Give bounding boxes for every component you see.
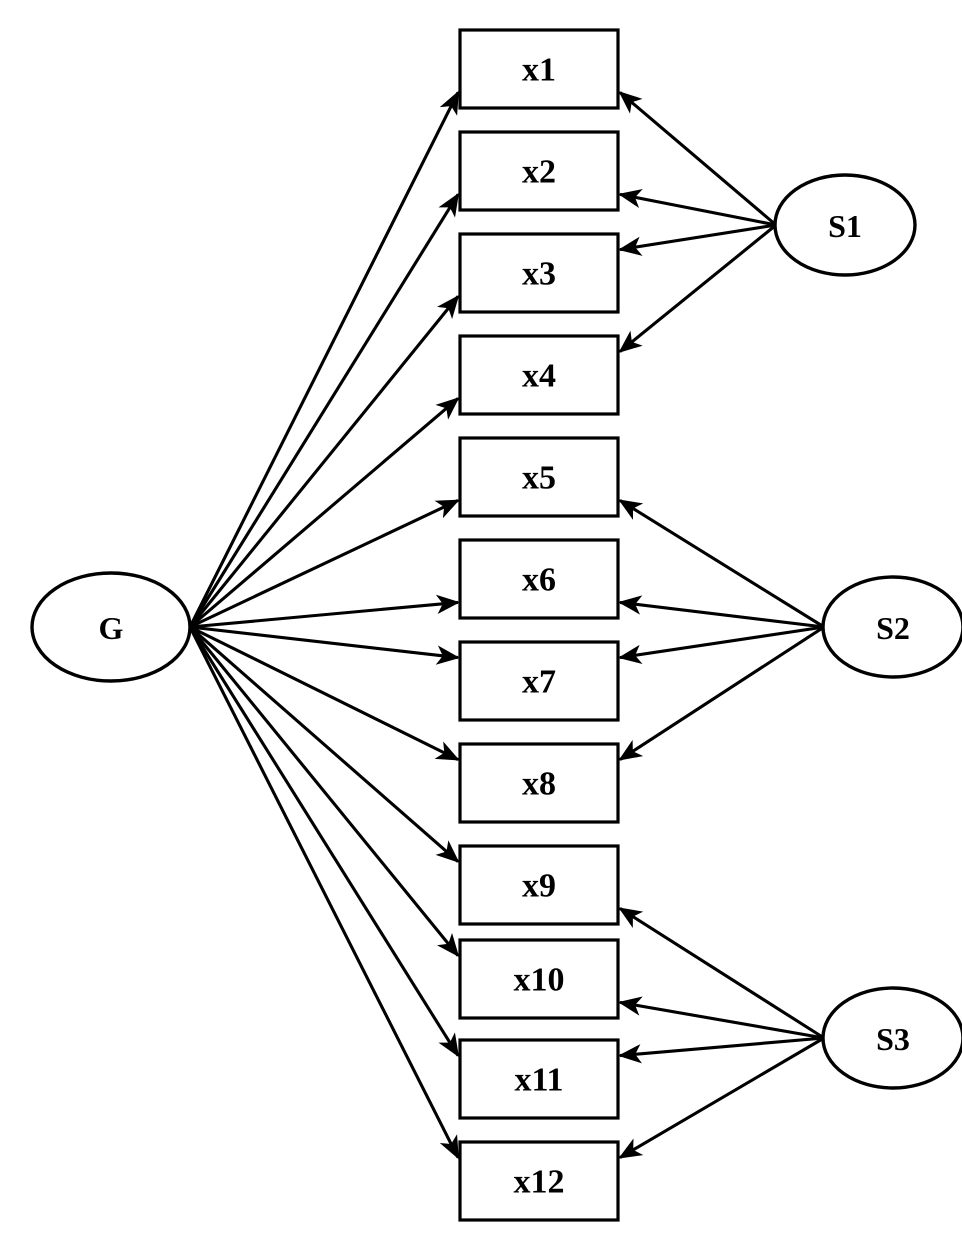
indicator-node-x5[interactable]: x5 [458,436,620,518]
indicator-box-x5[interactable] [458,436,620,518]
indicator-box-x3[interactable] [458,232,620,314]
factor-label-s3: S3 [876,1021,910,1057]
edge-g-to-x10 [188,626,460,958]
factor-ellipse-s3[interactable] [821,986,962,1090]
edge-s3-to-x12 [618,1036,825,1159]
indicator-box-x7[interactable] [458,640,620,722]
edge-s3-to-x10 [618,996,825,1040]
edge-s2-to-x6 [618,595,825,629]
factor-label-g: G [99,610,124,646]
indicator-label-x6: x6 [522,562,556,599]
edge-g-to-x1 [188,90,460,628]
indicator-node-x11[interactable]: x11 [458,1038,620,1120]
edge-s1-to-x2 [618,188,777,227]
indicator-label-x10: x10 [514,962,565,999]
indicator-box-x4[interactable] [458,334,620,416]
factor-node-s1[interactable]: S1 [773,173,917,277]
indicator-label-x9: x9 [522,868,556,905]
edge-s3-to-x11 [618,1036,825,1064]
indicator-box-x10[interactable] [458,938,620,1020]
edge-g-to-x5 [189,498,460,629]
edge-g-to-x11 [188,626,460,1058]
edge-g-to-x8 [189,625,460,761]
factor-node-s3[interactable]: S3 [821,986,962,1090]
factor-label-s1: S1 [828,208,862,244]
factor-ellipse-g[interactable] [30,571,192,683]
indicator-node-x8[interactable]: x8 [458,742,620,824]
edge-g-to-x2 [188,192,460,628]
factor-node-g[interactable]: G [30,571,192,683]
edge-group-general-factor [188,90,460,1160]
edge-s2-to-x5 [618,499,825,629]
indicator-label-x8: x8 [522,766,556,803]
factor-ellipse-s2[interactable] [821,575,962,679]
indicator-box-x6[interactable] [458,538,620,620]
indicator-node-x9[interactable]: x9 [458,844,620,926]
indicator-box-x1[interactable] [458,28,620,110]
edge-s3-to-x9 [618,907,825,1040]
indicator-node-x4[interactable]: x4 [458,334,620,416]
edge-g-to-x12 [188,626,460,1160]
indicator-label-x11: x11 [514,1062,563,1099]
indicator-node-x12[interactable]: x12 [458,1140,620,1222]
indicator-box-x9[interactable] [458,844,620,926]
indicator-box-x12[interactable] [458,1140,620,1222]
edge-s1-to-x1 [618,91,778,227]
indicator-label-x4: x4 [522,358,556,395]
edge-s2-to-x7 [618,625,825,665]
indicator-label-x5: x5 [522,460,556,497]
edge-g-to-x6 [189,594,460,629]
indicator-node-x6[interactable]: x6 [458,538,620,620]
indicator-label-x12: x12 [514,1164,565,1201]
indicator-box-x2[interactable] [458,130,620,212]
edge-g-to-x4 [188,397,460,629]
factor-ellipse-s1[interactable] [773,173,917,277]
edge-g-to-x7 [189,625,460,665]
indicator-label-x3: x3 [522,256,556,293]
indicator-label-x2: x2 [522,154,556,191]
edge-s1-to-x4 [618,223,777,353]
indicator-node-x2[interactable]: x2 [458,130,620,212]
edge-group-specific-factors [618,91,825,1159]
edge-g-to-x9 [188,625,460,863]
factor-node-s2[interactable]: S2 [821,575,962,679]
edge-s2-to-x8 [618,625,825,761]
edge-g-to-x3 [188,294,460,628]
edge-s1-to-x3 [618,223,777,256]
indicator-box-x8[interactable] [458,742,620,824]
indicator-label-x1: x1 [522,52,556,89]
indicator-label-x7: x7 [522,664,556,701]
indicator-node-x10[interactable]: x10 [458,938,620,1020]
indicator-node-x7[interactable]: x7 [458,640,620,722]
node-group-indicators: x1 x2 x3 x4 x5 x6 x7 x8 x9 x10 x11 x12 [458,28,620,1222]
factor-label-s2: S2 [876,610,910,646]
indicator-node-x1[interactable]: x1 [458,28,620,110]
indicator-box-x11[interactable] [458,1038,620,1120]
indicator-node-x3[interactable]: x3 [458,232,620,314]
